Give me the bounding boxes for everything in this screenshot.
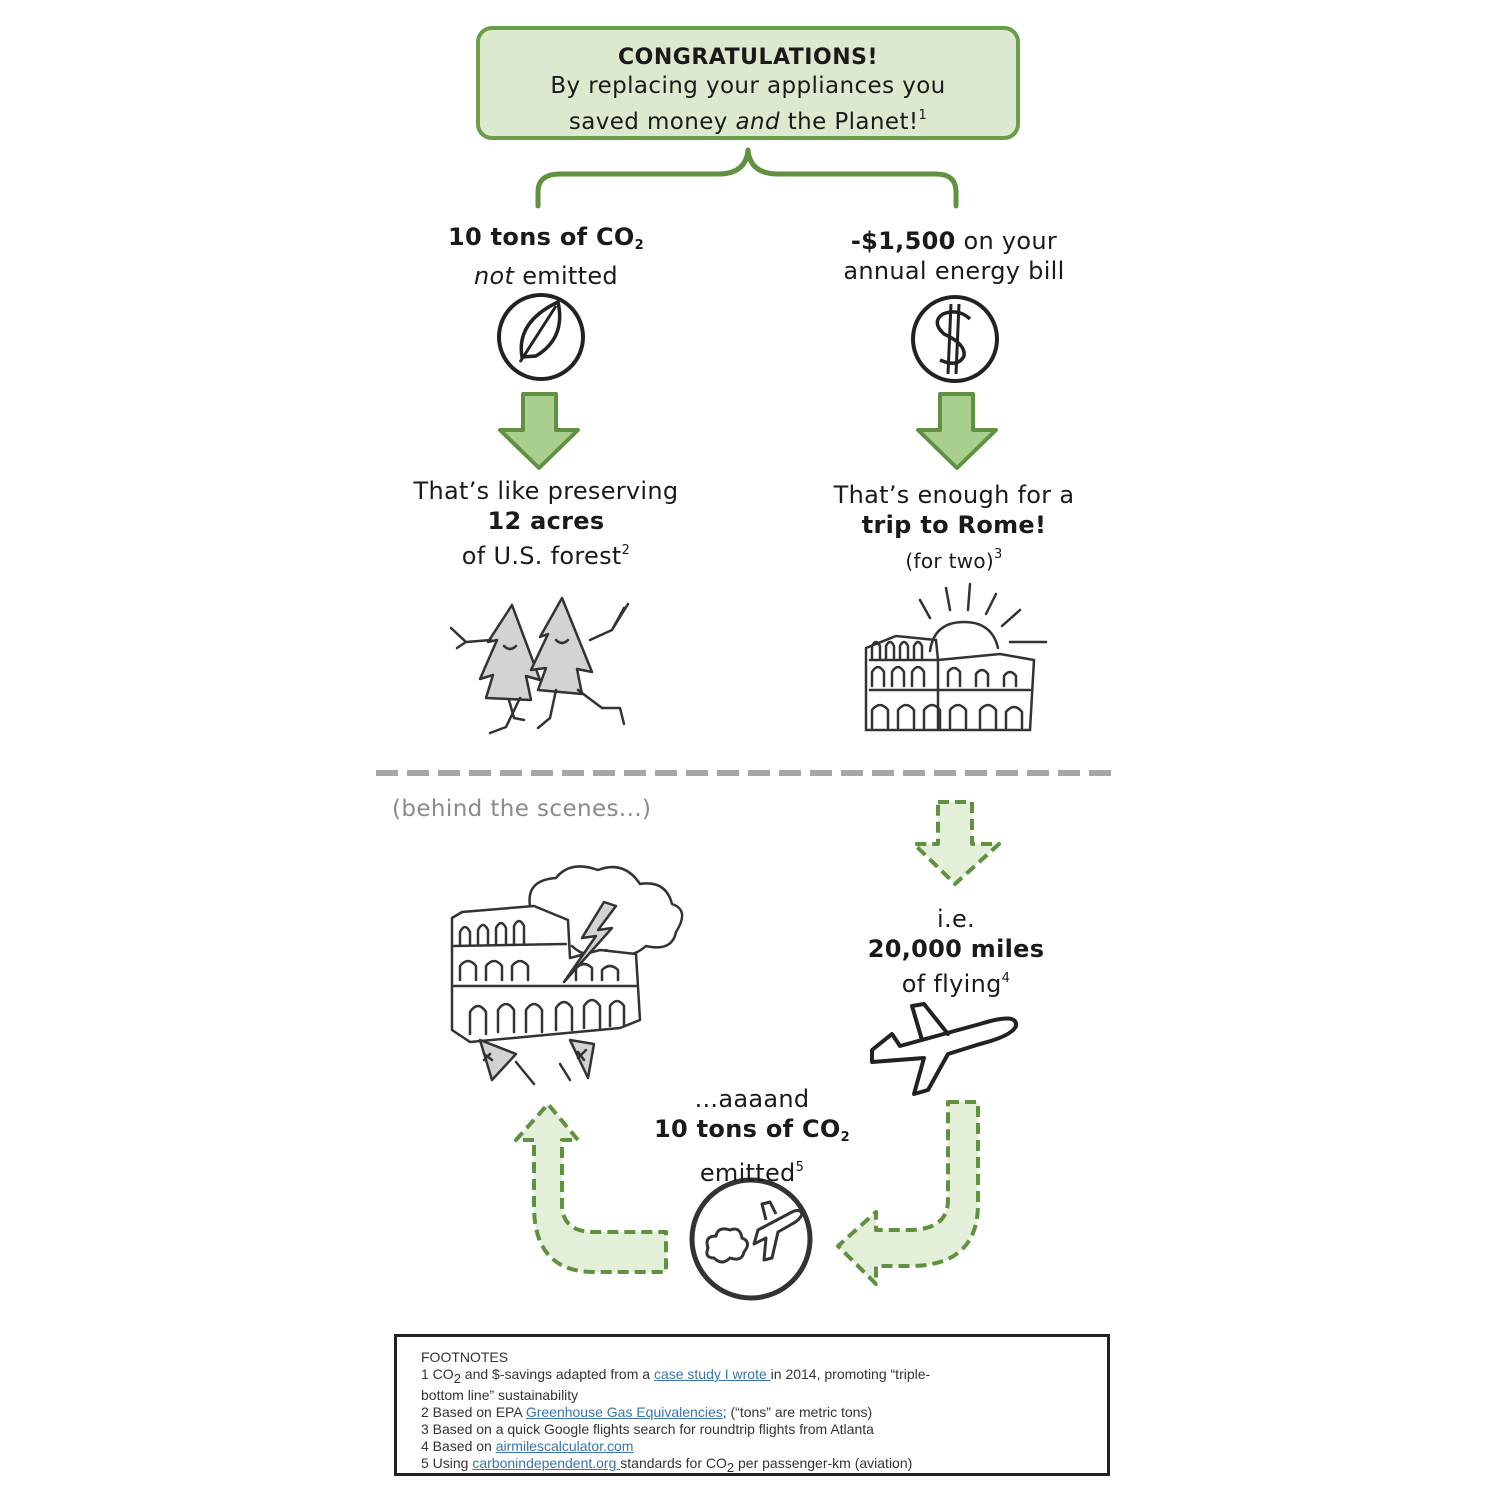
dollar-icon [911,295,999,383]
banner-line2: By replacing your appliances you [550,73,946,99]
footnote-4: 4 Based on airmilescalculator.com [421,1438,634,1454]
airplane-drawing [870,1002,1019,1096]
banner-heading: CONGRATULATIONS! [618,45,878,70]
co2-emitted-text: ...aaaand 10 tons of CO2 emitted5 [653,1085,850,1187]
carbonindependent-link[interactable]: carbonindependent.org [472,1455,621,1471]
down-arrow-left [498,392,580,470]
footnote-1-cont: bottom line” sustainability [421,1387,579,1403]
footnote-5: 5 Using carbonindependent.org standards … [421,1455,913,1475]
plane-exhaust-icon [689,1177,813,1301]
forest-equivalent-text: That’s like preserving 12 acres of U.S. … [413,477,679,570]
flying-miles-text: i.e. 20,000 miles of flying4 [867,905,1045,998]
stormy-colosseum-drawing [450,865,684,1086]
behind-the-scenes-label: (behind the scenes...) [392,796,652,822]
footnotes-title: FOOTNOTES [421,1349,509,1365]
down-arrow-right [916,392,998,470]
footnote-1: 1 CO2 and $-savings adapted from a case … [421,1366,931,1386]
co2-saved-text: 10 tons of CO2 not emitted [447,223,644,290]
footnotes-box: FOOTNOTES 1 CO2 and $-savings adapted fr… [394,1334,1110,1476]
leaf-icon [497,293,585,381]
dashed-up-arrow [514,1102,668,1274]
dancing-trees-drawing [449,596,630,735]
airmilescalculator-link[interactable]: airmilescalculator.com [495,1438,634,1454]
rome-trip-text: That’s enough for a trip to Rome! (for t… [833,481,1075,573]
congratulations-banner: CONGRATULATIONS! By replacing your appli… [476,26,1020,140]
footnote-3: 3 Based on a quick Google flights search… [421,1421,874,1437]
dashed-down-arrow [912,800,1001,886]
money-saved-text: -$1,500 on your annual energy bill [843,227,1065,285]
colosseum-sun-drawing [864,582,1048,732]
case-study-link[interactable]: case study I wrote [653,1366,771,1382]
banner-line3: saved money and the Planet!1 [568,108,928,135]
footnote-2: 2 Based on EPA Greenhouse Gas Equivalenc… [421,1404,873,1420]
epa-equivalencies-link[interactable]: Greenhouse Gas Equivalencies [525,1404,723,1420]
curly-brace [535,147,959,209]
dashed-return-arrow [836,1100,980,1286]
